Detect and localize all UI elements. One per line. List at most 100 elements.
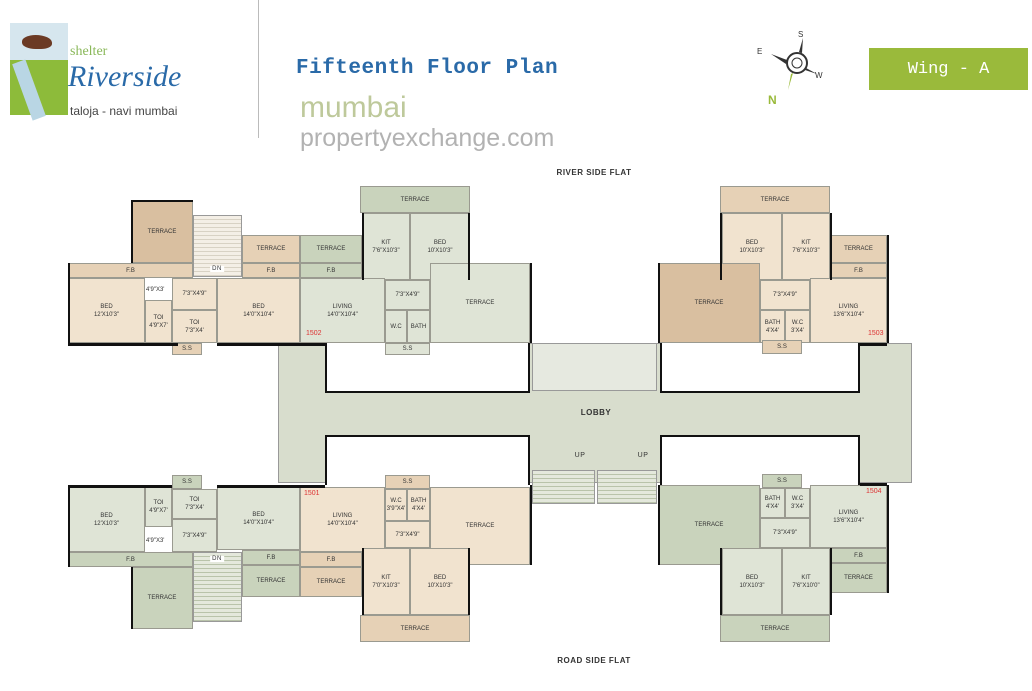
dimension-note: 4'9"X3' (146, 287, 165, 293)
room-dimensions: 7'3"X4'9" (395, 292, 420, 298)
room-passage: 7'3"X4'9" (172, 519, 217, 552)
wall (68, 263, 70, 343)
room-label: LIVING (332, 303, 353, 310)
wall (887, 485, 889, 593)
room-bath: BATH (407, 310, 430, 343)
unit-number: 1501 (304, 490, 320, 497)
wall (217, 485, 300, 488)
room-label: F.B (266, 554, 276, 561)
room-terrace: TERRACE (242, 565, 300, 597)
room-terrace: TERRACE (360, 615, 470, 642)
room-dimensions: 4'X4' (766, 504, 779, 510)
room-label: TERRACE (694, 522, 724, 528)
compass-s: S (798, 30, 803, 39)
room-label: TERRACE (844, 246, 873, 252)
lobby-label: LOBBY (580, 408, 612, 417)
wall (68, 487, 70, 567)
room-f-b: F.B (68, 263, 193, 278)
room-label: TERRACE (316, 579, 346, 585)
room-passage: 7'3"X4'9" (760, 280, 810, 310)
brand-main: Riverside (68, 60, 182, 93)
stair-dn-label: DN (210, 556, 224, 562)
wall (362, 213, 364, 280)
room-terrace: TERRACE (242, 235, 300, 263)
room-f-b: F.B (68, 552, 193, 567)
staircase (532, 470, 595, 504)
room-f-b: F.B (300, 552, 362, 567)
room-terrace: TERRACE (430, 263, 530, 343)
shaft-void (660, 435, 860, 485)
room-dimensions: 7'3"X4'9" (182, 532, 207, 539)
wall (658, 485, 660, 565)
room-label: TERRACE (694, 300, 724, 306)
room-dimensions: 7'3"X4' (185, 505, 204, 511)
room-s-s: S.S (172, 475, 202, 489)
room-passage: 7'3"X4'9" (172, 278, 217, 310)
watermark: mumbai propertyexchange.com (300, 91, 554, 153)
room-label: BED (745, 574, 759, 581)
wall (131, 200, 193, 202)
room-label: BATH (410, 498, 427, 504)
wall (131, 567, 133, 629)
room-dimensions: 14'0"X10'4" (327, 520, 358, 527)
room-label: TERRACE (760, 196, 790, 203)
room-terrace: TERRACE (131, 567, 193, 629)
header-divider (258, 0, 259, 138)
logo-bird-icon (22, 35, 52, 49)
room-label: S.S (182, 346, 192, 352)
room-label: TERRACE (400, 625, 430, 632)
room-label: F.B (854, 267, 863, 274)
room-terrace: TERRACE (360, 186, 470, 213)
room-dimensions: 7'3"X4'9" (182, 291, 207, 297)
room-label: F.B (326, 556, 336, 563)
room-dimensions: 14'0"X10'4" (243, 519, 274, 526)
room-label: TERRACE (465, 300, 495, 306)
room-f-b: F.B (830, 263, 887, 278)
room-label: BED (252, 511, 265, 518)
room-terrace: TERRACE (720, 186, 830, 213)
room-label: BED (252, 303, 265, 310)
watermark-line1: mumbai (300, 91, 407, 124)
room-s-s: S.S (762, 340, 802, 354)
room-label: KIT (801, 574, 811, 581)
room-dimensions: 13'6"X10'4" (833, 517, 864, 524)
wall (300, 343, 325, 346)
wall (658, 263, 660, 343)
staircase (597, 470, 657, 504)
unit-number: 1502 (306, 330, 322, 337)
room-f-b: F.B (242, 550, 300, 565)
room-s-s: S.S (172, 343, 202, 355)
room-label: W.C (390, 498, 402, 504)
room-terrace: TERRACE (131, 200, 193, 263)
room-dimensions: 7'3"X4'9" (773, 292, 797, 298)
room-f-b: F.B (242, 263, 300, 278)
room-dimensions: 14'0"X10'4" (243, 311, 274, 318)
wall (468, 548, 470, 615)
room-dimensions: 10'X10'3" (739, 582, 765, 589)
room-label: TOI (153, 314, 164, 321)
room-terrace: TERRACE (300, 235, 362, 263)
room-label: TERRACE (147, 595, 177, 601)
room-dimensions: 3'X4' (791, 504, 804, 510)
room-dimensions: 7'3"X4'9" (773, 530, 797, 536)
room-label: BED (745, 239, 759, 246)
room-dimensions: 4'9"X7' (149, 508, 168, 514)
wall (720, 213, 722, 280)
shaft-void (660, 343, 860, 393)
wall (887, 235, 889, 343)
room-dimensions: 4'9"X7' (149, 322, 168, 329)
room-label: TERRACE (400, 196, 430, 203)
room-label: W.C (791, 319, 804, 326)
wall (530, 485, 532, 565)
compass-n: N (768, 93, 777, 107)
